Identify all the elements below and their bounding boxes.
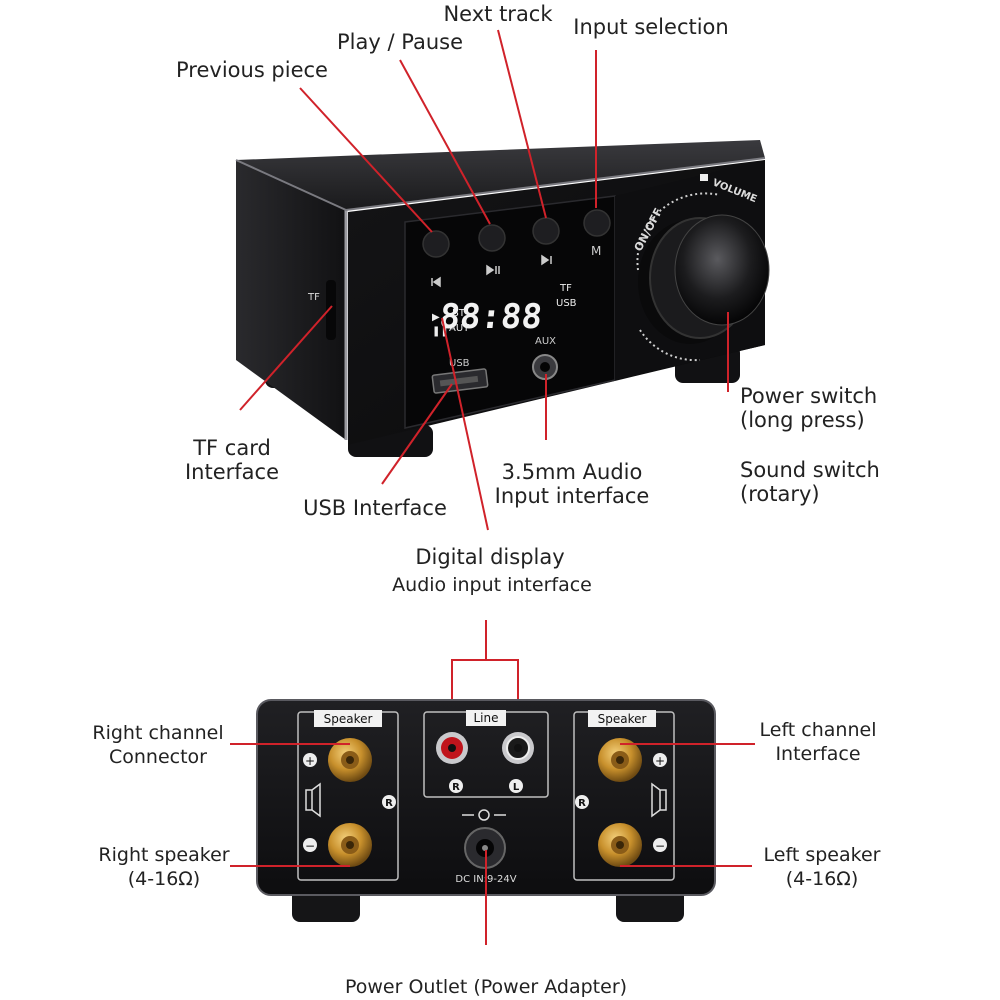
label-sound-switch-line2: (rotary) bbox=[740, 482, 820, 506]
usb-port-tongue bbox=[439, 375, 479, 387]
label-right-channel-line1: Right channel bbox=[92, 722, 224, 744]
label-play-pause: Play / Pause bbox=[337, 30, 463, 54]
back-device: Speaker + − R Speaker bbox=[256, 699, 716, 922]
terminal-right-minus[interactable] bbox=[328, 823, 372, 867]
display-usb: USB bbox=[556, 298, 577, 309]
label-sound-switch-line1: Sound switch bbox=[740, 458, 880, 482]
button-next[interactable] bbox=[532, 217, 560, 266]
label-right-channel-line2: Connector bbox=[108, 746, 207, 768]
rca-r-badge bbox=[449, 779, 463, 793]
label-audio-35-line2: Input interface bbox=[494, 484, 650, 508]
plus-badge-right bbox=[653, 753, 667, 767]
label-left-channel-line2: Interface bbox=[775, 743, 861, 765]
minus-label-left: − bbox=[305, 839, 315, 853]
back-foot-left bbox=[292, 888, 360, 922]
r-label-left: R bbox=[385, 798, 393, 809]
label-tf-card-line1: TF card bbox=[193, 436, 271, 460]
volume-marker bbox=[700, 174, 708, 181]
previous-icon bbox=[431, 276, 441, 288]
minus-badge-left bbox=[303, 838, 317, 852]
plus-label-right: + bbox=[655, 754, 665, 768]
label-left-channel-line1: Left channel bbox=[759, 719, 877, 741]
label-audio-35-line1: 3.5mm Audio bbox=[501, 460, 643, 484]
label-right-channel: Right channel Connector bbox=[92, 721, 223, 769]
button-previous[interactable] bbox=[422, 230, 450, 288]
minus-badge-right bbox=[653, 838, 667, 852]
label-previous-piece: Previous piece bbox=[176, 58, 328, 82]
display-tf: TF bbox=[559, 283, 572, 294]
front-device: TF M ▶ ❚❚ BT AUT 88:88 TF USB U bbox=[235, 140, 770, 457]
plus-label-left: + bbox=[305, 754, 315, 768]
aux-jack[interactable] bbox=[532, 354, 558, 380]
back-foot-right bbox=[616, 888, 684, 922]
label-tf-card-line2: Interface bbox=[184, 460, 280, 484]
label-next-track: Next track bbox=[443, 2, 553, 26]
line-label-bg bbox=[466, 710, 506, 726]
usb-port-label: USB bbox=[449, 358, 470, 369]
label-right-speaker: Right speaker (4-16Ω) bbox=[98, 843, 229, 891]
volume-knob[interactable] bbox=[638, 214, 770, 344]
digital-display: ▶ ❚❚ BT AUT 88:88 TF USB bbox=[432, 283, 577, 337]
volume-scale bbox=[636, 192, 721, 362]
button-m-label: M bbox=[591, 244, 601, 258]
button-mode[interactable]: M bbox=[583, 209, 611, 258]
terminal-right-plus[interactable] bbox=[328, 738, 372, 782]
label-tf-card: TF card Interface bbox=[185, 436, 279, 484]
r-badge-left bbox=[382, 795, 396, 809]
rca-left-jack[interactable] bbox=[502, 732, 534, 764]
label-audio-input-interface: Audio input interface bbox=[392, 574, 592, 596]
display-bt: BT bbox=[452, 308, 466, 319]
next-icon bbox=[541, 254, 552, 266]
label-left-speaker-line1: Left speaker bbox=[763, 844, 881, 866]
display-aut: AUT bbox=[449, 323, 470, 334]
label-right-speaker-line2: (4-16Ω) bbox=[127, 868, 201, 890]
label-right-speaker-line1: Right speaker bbox=[98, 844, 230, 866]
display-pause-icon: ❚❚ bbox=[432, 326, 449, 337]
speaker-label-bg-left bbox=[314, 710, 382, 727]
speaker-label-bg-right bbox=[588, 710, 656, 727]
label-left-speaker-line2: (4-16Ω) bbox=[785, 868, 859, 890]
label-left-channel: Left channel Interface bbox=[760, 718, 877, 766]
dc-polarity-dot bbox=[478, 809, 490, 821]
terminal-left-minus[interactable] bbox=[598, 823, 642, 867]
minus-label-right: − bbox=[655, 839, 665, 853]
display-play-icon: ▶ bbox=[432, 312, 440, 323]
line-label: Line bbox=[473, 711, 498, 725]
front-left-side bbox=[236, 160, 346, 440]
play-pause-icon bbox=[486, 264, 500, 276]
back-pointers bbox=[230, 743, 755, 945]
front-pointers bbox=[239, 29, 729, 712]
label-digital-display: Digital display bbox=[415, 545, 565, 569]
speaker-label-left: Speaker bbox=[324, 712, 373, 726]
label-power-switch: Power switch (long press) bbox=[740, 384, 877, 432]
rca-l-badge bbox=[509, 779, 523, 793]
label-left-speaker: Left speaker (4-16Ω) bbox=[764, 843, 881, 891]
front-top-edge bbox=[235, 157, 766, 212]
label-power-switch-line1: Power switch bbox=[740, 384, 878, 408]
tf-card-slot[interactable] bbox=[326, 280, 336, 340]
front-top bbox=[236, 140, 765, 210]
plus-badge-left bbox=[303, 753, 317, 767]
aux-label: AUX bbox=[535, 336, 556, 347]
rca-r-label: R bbox=[452, 782, 460, 793]
label-power-switch-line2: (long press) bbox=[740, 408, 865, 432]
terminal-left-plus[interactable] bbox=[598, 738, 642, 782]
r-label-right: R bbox=[578, 798, 586, 809]
tf-mark: TF bbox=[307, 292, 320, 303]
speaker-label-right: Speaker bbox=[598, 712, 647, 726]
r-badge-right bbox=[575, 795, 589, 809]
label-sound-switch: Sound switch (rotary) bbox=[740, 458, 880, 506]
speaker-symbol-left bbox=[305, 782, 321, 818]
rca-l-label: L bbox=[513, 782, 520, 793]
label-input-selection: Input selection bbox=[573, 15, 729, 39]
label-audio-35: 3.5mm Audio Input interface bbox=[495, 460, 650, 508]
rca-right-jack[interactable] bbox=[436, 732, 468, 764]
speaker-symbol-right bbox=[651, 782, 667, 818]
label-power-outlet: Power Outlet (Power Adapter) bbox=[344, 976, 628, 998]
label-usb-interface: USB Interface bbox=[303, 496, 447, 520]
display-digits: 88:88 bbox=[438, 297, 545, 337]
button-play-pause[interactable] bbox=[478, 224, 506, 276]
